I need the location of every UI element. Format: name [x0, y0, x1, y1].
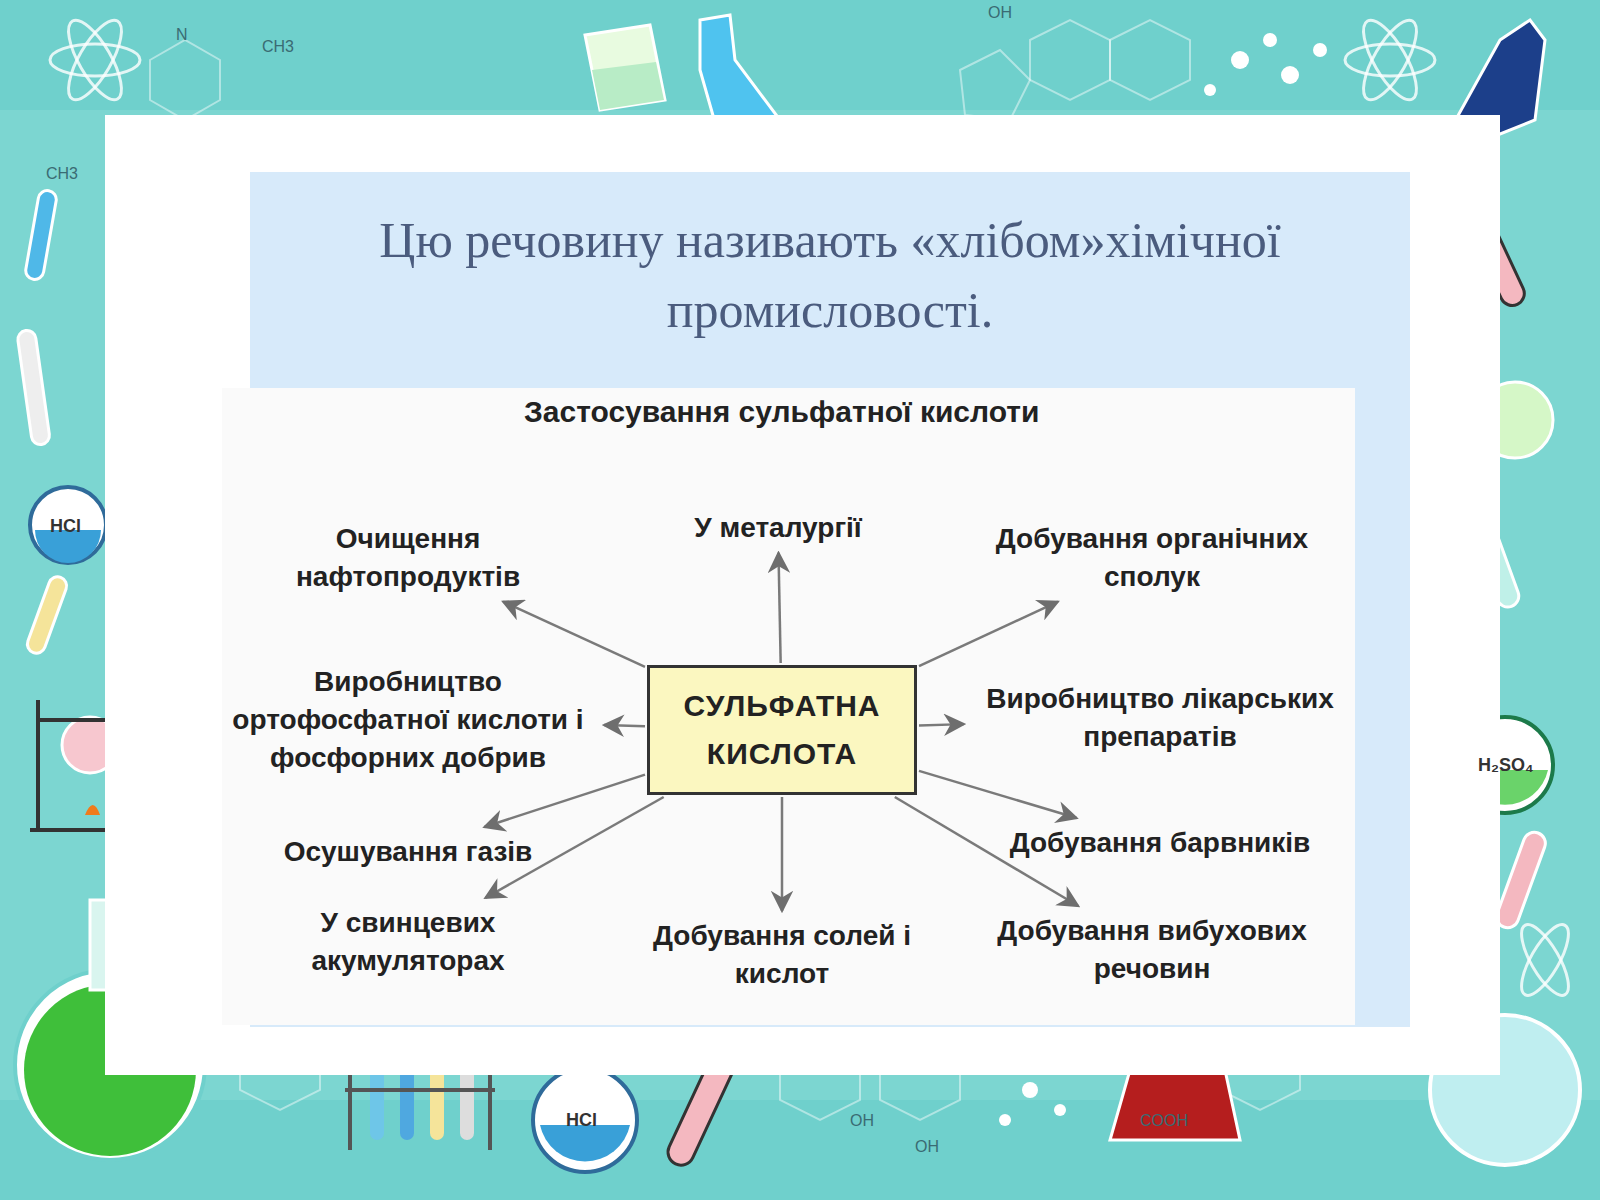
node-text: Добування вибухових речовин	[972, 912, 1332, 988]
formula-label: CH3	[262, 38, 294, 56]
node-text: Добування солей і кислот	[632, 917, 932, 993]
molecule-sketch	[130, 20, 1470, 1120]
arrow-connector	[919, 724, 964, 725]
central-box: СУЛЬФАТНА КИСЛОТА	[647, 665, 917, 795]
arrow-connector	[484, 775, 645, 827]
arrow-connector	[919, 602, 1058, 667]
node-text: Осушування газів	[248, 833, 568, 871]
arrow-connector	[919, 771, 1077, 818]
application-item: Осушування газів	[248, 833, 568, 871]
flask-label: HCl	[50, 516, 81, 537]
diagram-heading: Застосування сульфатної кислоти	[524, 395, 1039, 429]
node-text: У металургії	[628, 509, 928, 547]
node-text: Виробництво лікарських препаратів	[970, 680, 1350, 756]
formula-label: OH	[850, 1112, 874, 1130]
application-item: У свинцевих акумуляторах	[248, 904, 568, 980]
node-text: Добування органічних сполук	[982, 520, 1322, 596]
formula-label: COOH	[1140, 1112, 1188, 1130]
node-text: Виробництво ортофосфатної кислоти і фосф…	[218, 663, 598, 776]
flask-label: H₂SO₄	[1478, 755, 1534, 776]
node-text: Очищення нафтопродуктів	[258, 520, 558, 596]
application-item: Очищення нафтопродуктів	[258, 520, 558, 596]
application-item: Добування органічних сполук	[982, 520, 1322, 596]
formula-label: OH	[988, 4, 1012, 22]
frame-band	[0, 110, 1600, 1100]
beaker	[585, 25, 665, 110]
application-item: Виробництво ортофосфатної кислоти і фосф…	[218, 663, 598, 776]
arrow-connector	[604, 725, 645, 726]
node-text: СУЛЬФАТНА КИСЛОТА	[668, 682, 896, 778]
application-item: Виробництво лікарських препаратів	[970, 680, 1350, 756]
application-item: Добування вибухових речовин	[972, 912, 1332, 988]
formula-label: N	[176, 26, 188, 44]
white-panel	[105, 115, 1500, 1075]
application-item: У металургії	[628, 509, 928, 547]
application-item: Добування солей і кислот	[632, 917, 932, 993]
arrow-connector	[778, 553, 780, 663]
slide-title: Цю речовину називають «хлібом»хімічної п…	[255, 205, 1405, 345]
arrow-connector	[781, 797, 784, 911]
node-text: Добування барвників	[980, 824, 1340, 862]
application-item: Добування барвників	[980, 824, 1340, 862]
flask-label: HCl	[566, 1110, 597, 1131]
formula-label: OH	[915, 1138, 939, 1156]
node-text: У свинцевих акумуляторах	[248, 904, 568, 980]
arrow-connector	[503, 602, 645, 667]
formula-label: CH3	[46, 165, 78, 183]
